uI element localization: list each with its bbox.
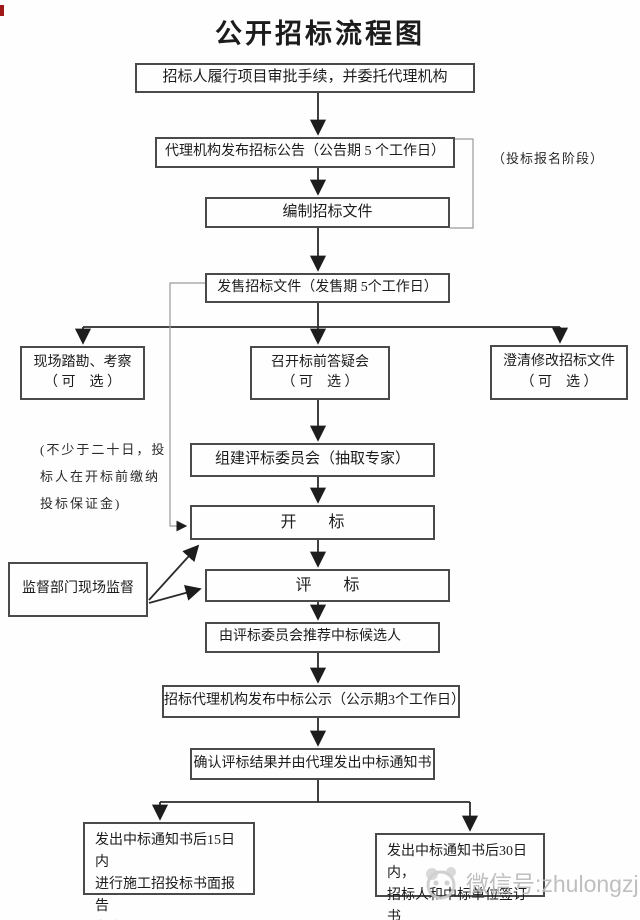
node-approval: 招标人履行项目审批手续，并委托代理机构 <box>135 63 475 93</box>
node-survey-optional: （ 可 选 ） <box>44 375 121 390</box>
node-confirm: 确认评标结果并由代理发出中标通知书 <box>190 748 435 780</box>
node-announce: 代理机构发布招标公告（公告期 5 个工作日） <box>155 137 455 168</box>
node-clarify-optional: （ 可 选 ） <box>520 374 598 390</box>
zhulong-mascot-icon <box>426 867 456 900</box>
node-sale-label: 发售招标文件（发售期 5个工作日） <box>217 279 438 295</box>
node-approval-label: 招标人履行项目审批手续，并委托代理机构 <box>162 69 448 86</box>
node-open-bid-label: 开 标 <box>280 513 345 531</box>
node-publicity: 招标代理机构发布中标公示（公示期3个工作日） <box>162 685 465 718</box>
node-announce-label: 代理机构发布招标公告（公告期 5 个工作日） <box>165 144 445 160</box>
node-committee: 组建评标委员会（抽取专家） <box>190 443 435 477</box>
node-survey: 现场踏勘、考察 （ 可 选 ） <box>20 346 145 400</box>
node-clarify-label: 澄清修改招标文件 <box>503 354 615 370</box>
node-compile: 编制招标文件 <box>205 197 450 228</box>
deposit-note: (不少于二十日，投 标人在开标前缴纳 投标保证金) <box>40 442 167 511</box>
watermark: 微信号:zhulongzj <box>418 862 639 902</box>
node-recommend-label: 由评标委员会推荐中标候选人 <box>219 629 401 645</box>
node-sign-contract: 发出中标通知书后30日内， 招标人和中标单位签订书 面合同 <box>375 833 545 920</box>
node-confirm-label: 确认评标结果并由代理发出中标通知书 <box>193 755 432 771</box>
watermark-text: 微信号:zhulongzj <box>466 871 639 897</box>
node-file-record: 发出中标通知书后15日内 进行施工招投标书面报告 备案 <box>83 822 255 914</box>
node-publicity-label: 招标代理机构发布中标公示（公示期3个工作日） <box>164 693 465 709</box>
node-qa-optional: （ 可 选 ） <box>281 375 359 390</box>
node-evaluate: 评 标 <box>205 569 450 602</box>
node-supervise-label: 监督部门现场监督 <box>22 581 134 597</box>
node-sale: 发售招标文件（发售期 5个工作日） <box>205 273 450 303</box>
node-supervise: 监督部门现场监督 <box>8 562 148 617</box>
node-compile-label: 编制招标文件 <box>282 203 373 220</box>
page-title: 公开招标流程图 <box>215 19 425 49</box>
node-clarify: 澄清修改招标文件 （ 可 选 ） <box>490 345 628 400</box>
node-evaluate-label: 评 标 <box>295 576 360 594</box>
node-file-record-label: 发出中标通知书后15日内 进行施工招投标书面报告 备案 <box>95 833 235 914</box>
node-open-bid: 开 标 <box>190 505 435 540</box>
stage-note: （投标报名阶段） <box>492 151 605 166</box>
node-qa-label: 召开标前答疑会 <box>271 354 369 370</box>
node-qa: 召开标前答疑会 （ 可 选 ） <box>250 346 390 400</box>
red-edge-artifact <box>0 5 4 16</box>
node-sign-contract-label: 发出中标通知书后30日内， 招标人和中标单位签订书 面合同 <box>387 844 527 920</box>
node-committee-label: 组建评标委员会（抽取专家） <box>214 451 410 468</box>
node-survey-label: 现场踏勘、考察 <box>33 354 132 370</box>
node-recommend: 由评标委员会推荐中标候选人 <box>205 622 440 653</box>
